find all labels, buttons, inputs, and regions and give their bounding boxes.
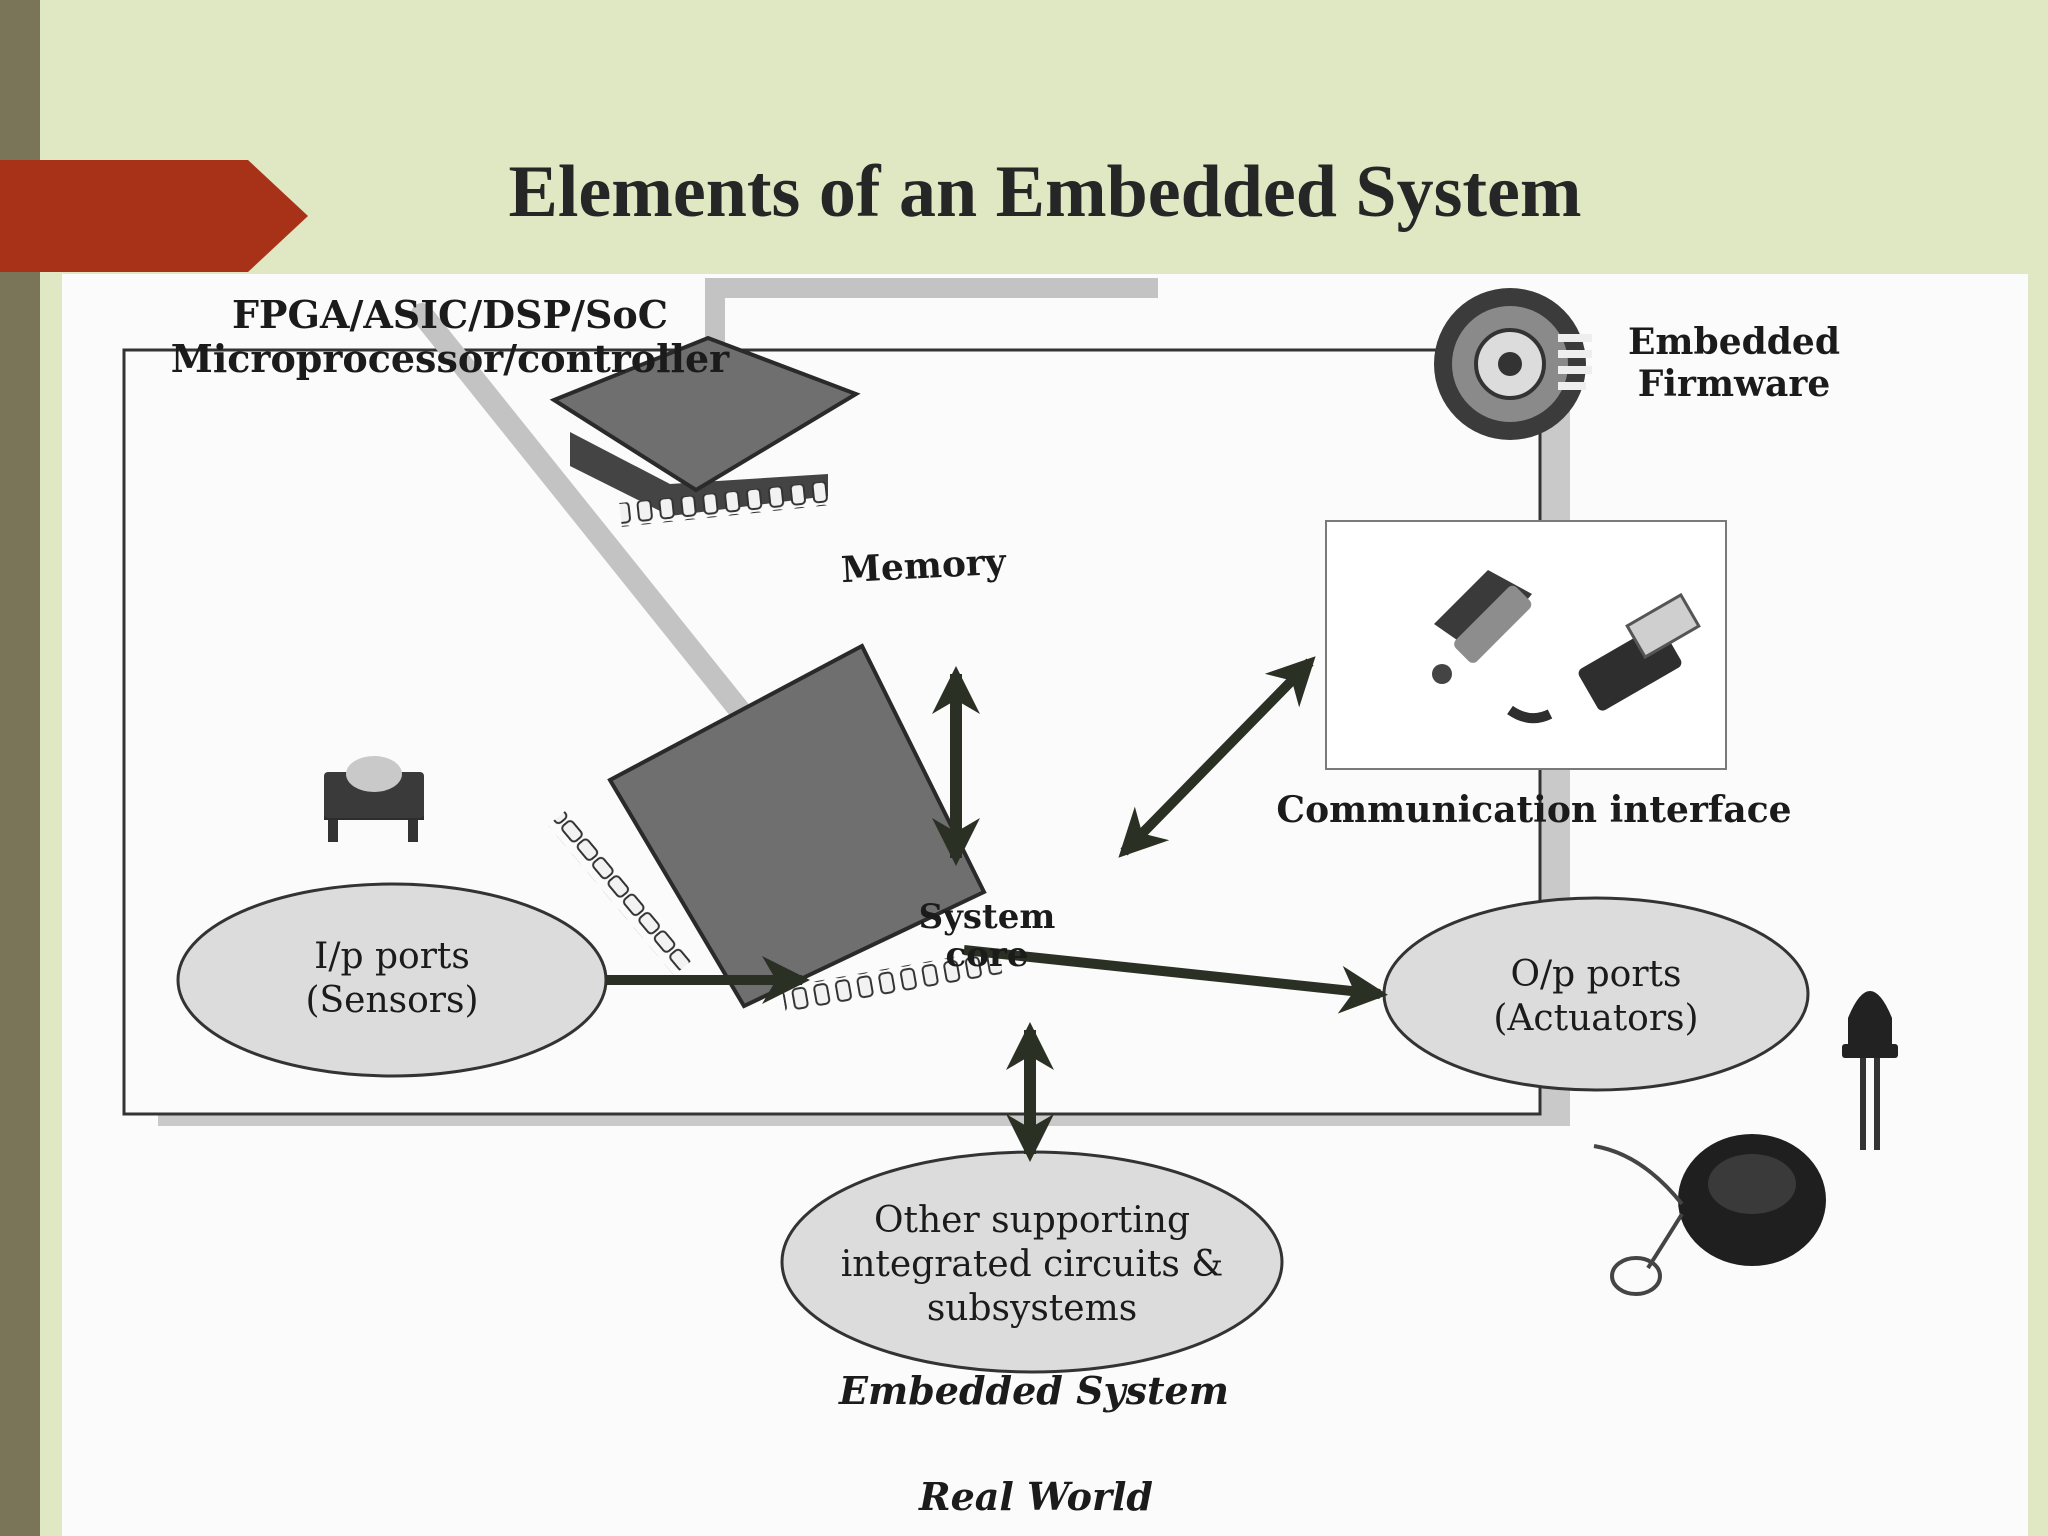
input-ports-line1: I/p ports <box>314 936 470 977</box>
title-tab-arrow <box>0 160 308 272</box>
system-core-line2: core <box>946 935 1029 975</box>
core-to-output-arrow <box>963 945 1388 1014</box>
communication-label: Communication interface <box>1276 789 1791 831</box>
memory-chip <box>549 335 861 527</box>
processor-label-line1: FPGA/ASIC/DSP/SoC <box>232 292 668 337</box>
output-ports-line2: (Actuators) <box>1493 998 1698 1039</box>
embedded-system-diagram: FPGA/ASIC/DSP/SoC Microprocessor/control… <box>122 278 1898 1519</box>
usb-plug-icon <box>1507 592 1701 724</box>
embedded-firmware-disc-icon <box>1434 288 1592 440</box>
output-ports-line1: O/p ports <box>1511 954 1682 995</box>
processor-label-line2: Microprocessor/controller <box>171 336 730 381</box>
real-world-label: Real World <box>918 1474 1153 1519</box>
diagram-figure: FPGA/ASIC/DSP/SoC Microprocessor/control… <box>62 274 2028 1536</box>
buzzer-icon <box>1593 1134 1826 1296</box>
other-ics-line2: integrated circuits & <box>841 1244 1224 1285</box>
slide-title: Elements of an Embedded System <box>508 151 1582 233</box>
other-ics-line1: Other supporting <box>874 1200 1190 1241</box>
push-button-sensor-icon <box>324 756 424 842</box>
core-communication-arrow <box>1118 656 1316 858</box>
memory-label-text: Memory <box>840 541 1008 592</box>
embedded-system-label: Embedded System <box>838 1368 1229 1413</box>
serial-connector-icon <box>1432 570 1532 684</box>
input-ports-line2: (Sensors) <box>305 980 478 1021</box>
other-ics-line3: subsystems <box>927 1288 1137 1329</box>
firmware-label-line1: Embedded <box>1628 321 1840 363</box>
led-icon <box>1842 991 1898 1150</box>
system-core-line1: System <box>919 897 1056 937</box>
firmware-label-line2: Firmware <box>1638 363 1830 405</box>
system-core-chip <box>548 643 1003 1013</box>
